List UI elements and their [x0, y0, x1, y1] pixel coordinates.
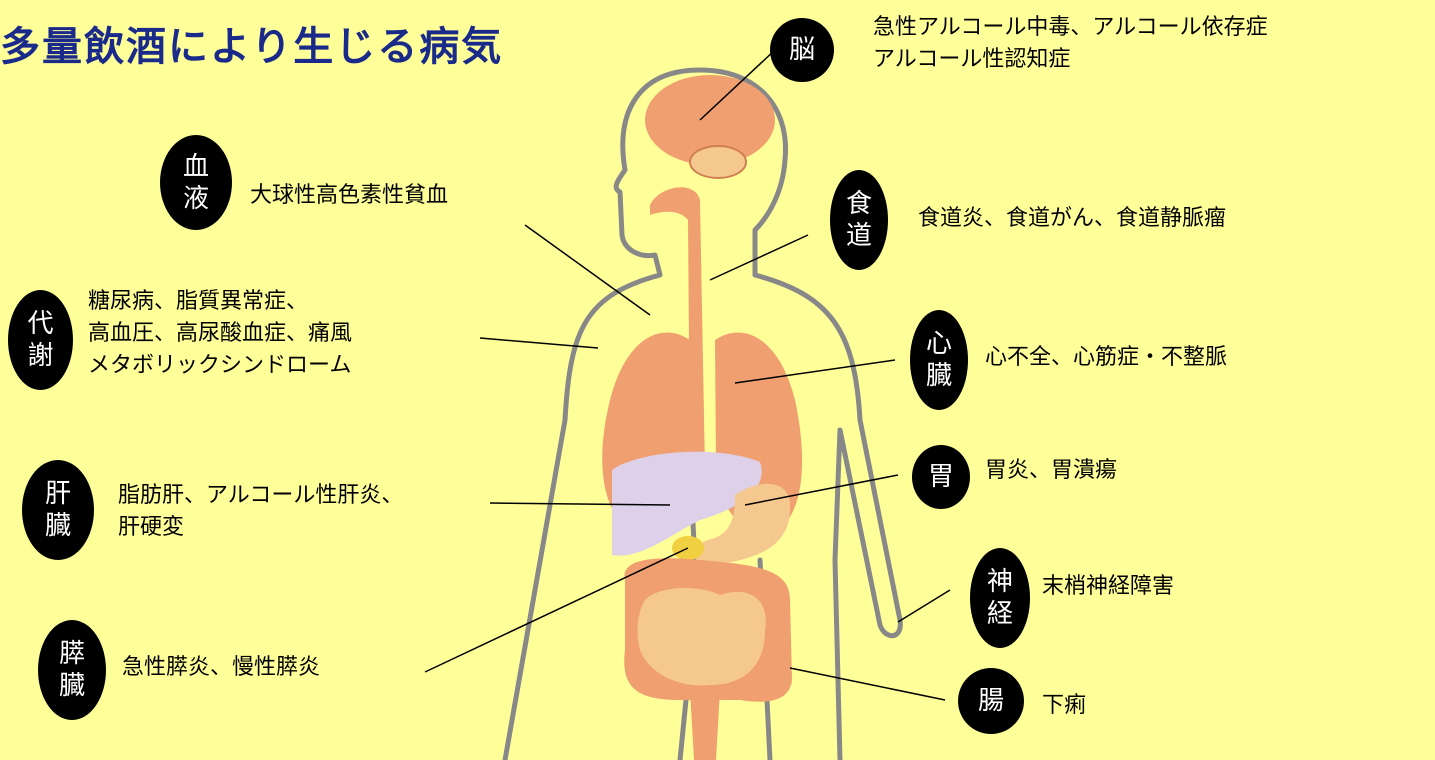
esophagus-badge-char-2: 道 — [846, 220, 872, 252]
esophagus-pointer — [710, 235, 808, 280]
heart-badge-char-2: 臓 — [926, 360, 952, 392]
brain-badge: 脳 — [770, 18, 834, 82]
brain-diseases: 急性アルコール中毒、アルコール依存症 アルコール性認知症 — [873, 12, 1268, 76]
pancreas-badge-char-2: 臓 — [59, 670, 85, 702]
metabolism-pointer — [480, 338, 598, 348]
intestine-badge-char: 腸 — [978, 685, 1004, 717]
liver-diseases: 脂肪肝、アルコール性肝炎、 肝硬変 — [118, 480, 403, 544]
brain-disease-line-2: アルコール性認知症 — [873, 44, 1268, 76]
blood-badge: 血 液 — [160, 135, 232, 230]
metabolism-disease-line-1: 糖尿病、脂質異常症、 — [88, 286, 352, 318]
intestine-badge: 腸 — [958, 668, 1024, 734]
esophagus-disease-line-1: 食道炎、食道がん、食道静脈瘤 — [918, 203, 1226, 235]
pancreas-diseases: 急性膵炎、慢性膵炎 — [122, 652, 320, 684]
intestine-disease-line-1: 下痢 — [1042, 690, 1086, 722]
brain-badge-char: 脳 — [789, 34, 815, 66]
brain-disease-line-1: 急性アルコール中毒、アルコール依存症 — [873, 12, 1268, 44]
small-intestine-shape — [638, 588, 766, 685]
metabolism-diseases: 糖尿病、脂質異常症、 高血圧、高尿酸血症、痛風 メタボリックシンドローム — [88, 286, 352, 382]
metabolism-badge: 代 謝 — [8, 290, 73, 390]
liver-disease-line-2: 肝硬変 — [118, 512, 403, 544]
pancreas-badge-char-1: 膵 — [59, 638, 85, 670]
blood-badge-char-1: 血 — [183, 151, 209, 183]
intestine-pointer — [790, 668, 945, 700]
cerebellum-shape — [690, 146, 746, 178]
stomach-disease-line-1: 胃炎、胃潰瘍 — [985, 455, 1117, 487]
pancreas-disease-line-1: 急性膵炎、慢性膵炎 — [122, 652, 320, 684]
nerve-badge-char-1: 神 — [987, 566, 1013, 598]
nerve-badge: 神 経 — [970, 548, 1030, 648]
blood-badge-char-2: 液 — [183, 183, 209, 215]
heart-disease-line-1: 心不全、心筋症・不整脈 — [985, 342, 1227, 374]
esophagus-diseases: 食道炎、食道がん、食道静脈瘤 — [918, 203, 1226, 235]
liver-disease-line-1: 脂肪肝、アルコール性肝炎、 — [118, 480, 403, 512]
pancreas-badge: 膵 臓 — [38, 620, 106, 720]
heart-diseases: 心不全、心筋症・不整脈 — [985, 342, 1227, 374]
liver-badge-char-2: 臓 — [45, 510, 71, 542]
liver-badge: 肝 臓 — [22, 460, 94, 560]
nerve-pointer — [898, 590, 950, 622]
metabolism-disease-line-3: メタボリックシンドローム — [88, 350, 352, 382]
blood-disease-line-1: 大球性高色素性貧血 — [250, 180, 448, 212]
blood-pointer — [525, 225, 650, 315]
rectum-shape — [690, 690, 720, 760]
nerve-badge-char-2: 経 — [987, 598, 1013, 630]
intestine-diseases: 下痢 — [1042, 690, 1086, 722]
heart-badge: 心 臓 — [910, 310, 968, 410]
stomach-badge: 胃 — [912, 445, 970, 509]
esophagus-badge: 食 道 — [830, 170, 888, 270]
stomach-badge-char: 胃 — [928, 461, 954, 493]
nerve-diseases: 末梢神経障害 — [1042, 571, 1174, 603]
stomach-diseases: 胃炎、胃潰瘍 — [985, 455, 1117, 487]
heart-badge-char-1: 心 — [926, 328, 952, 360]
liver-badge-char-1: 肝 — [45, 478, 71, 510]
metabolism-badge-char-2: 謝 — [27, 340, 53, 372]
blood-diseases: 大球性高色素性貧血 — [250, 180, 448, 212]
nerve-disease-line-1: 末梢神経障害 — [1042, 571, 1174, 603]
esophagus-badge-char-1: 食 — [846, 188, 872, 220]
metabolism-badge-char-1: 代 — [27, 308, 53, 340]
metabolism-disease-line-2: 高血圧、高尿酸血症、痛風 — [88, 318, 352, 350]
